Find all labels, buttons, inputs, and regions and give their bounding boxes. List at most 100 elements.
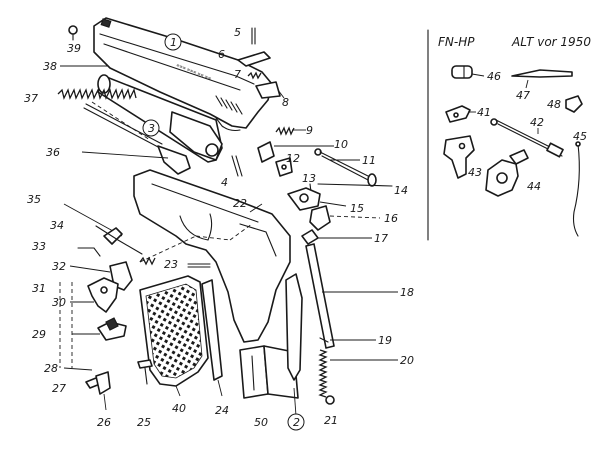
alignment-dashes — [59, 223, 253, 368]
part-46-old-safety-lever — [451, 65, 485, 79]
label-1: 1 — [170, 36, 177, 49]
label-2: 2 — [293, 416, 300, 429]
part-16-sear — [309, 205, 381, 231]
callout-circle-1 — [164, 33, 182, 51]
part-4-pin — [231, 155, 243, 177]
part-29-thumb-safety — [72, 317, 127, 341]
label-34: 34 — [50, 219, 64, 232]
label-23: 23 — [164, 258, 178, 271]
part-45-old-thin-spring — [572, 141, 581, 237]
part-18-mainspring-plate — [305, 243, 398, 349]
label-17: 17 — [374, 232, 388, 245]
label-13: 13 — [302, 172, 316, 185]
label-15: 15 — [350, 202, 364, 215]
label-31: 31 — [32, 282, 46, 295]
label-10: 10 — [334, 138, 348, 151]
part-1-slide: 1 — [93, 17, 273, 132]
main-callouts: 39 38 37 36 35 34 33 32 31 30 29 28 27 2… — [24, 26, 414, 429]
part-8-extractor — [255, 81, 285, 99]
label-26: 26 — [97, 416, 111, 429]
part-47-old-ejector — [511, 69, 573, 89]
panel-note-label: ALT vor 1950 — [511, 35, 591, 49]
label-48: 48 — [547, 98, 561, 111]
part-37-recoil-spring — [57, 88, 151, 141]
part-43-old-trigger — [443, 135, 475, 179]
part-31-trigger — [87, 277, 119, 313]
part-40-grip-panel — [139, 275, 209, 397]
part-33-clip — [77, 247, 101, 257]
part-12-lever — [275, 157, 293, 177]
label-3: 3 — [148, 122, 155, 135]
part-48-old-clip — [565, 95, 583, 113]
part-10-slide-stop — [257, 141, 334, 163]
label-4: 4 — [221, 176, 228, 189]
label-9: 9 — [306, 124, 313, 137]
part-14-rod — [317, 183, 393, 187]
panel-model-label: FN-HP — [438, 35, 475, 49]
label-33: 33 — [32, 240, 46, 253]
label-5: 5 — [234, 26, 241, 39]
label-14: 14 — [394, 184, 408, 197]
part-19-spring-guide — [319, 337, 376, 343]
old-variant-panel: FN-HP ALT vor 1950 — [427, 29, 591, 241]
label-24: 24 — [215, 404, 229, 417]
label-29: 29 — [32, 328, 46, 341]
part-20-mainspring — [318, 349, 398, 398]
label-20: 20 — [400, 354, 414, 367]
part-3-barrel: 3 — [97, 74, 223, 163]
label-40: 40 — [172, 402, 186, 415]
part-2-magazine-tube: 2 — [285, 273, 305, 431]
callout-circle-3 — [142, 119, 160, 137]
label-37: 37 — [24, 92, 38, 105]
part-24-ejector — [201, 279, 223, 397]
label-7: 7 — [234, 68, 241, 81]
part-25-grip-screw — [137, 359, 153, 385]
label-30: 30 — [52, 296, 66, 309]
callout-circle-2 — [287, 413, 305, 431]
label-28: 28 — [44, 362, 58, 375]
label-43: 43 — [468, 166, 482, 179]
label-36: 36 — [46, 146, 60, 159]
label-12: 12 — [286, 152, 300, 165]
label-42: 42 — [530, 116, 544, 129]
label-22: 22 — [233, 197, 247, 210]
label-50: 50 — [254, 416, 268, 429]
part-9-spring — [275, 126, 306, 136]
label-25: 25 — [137, 416, 151, 429]
label-6: 6 — [218, 48, 225, 61]
part-42-old-spring-rod — [490, 118, 564, 158]
label-39: 39 — [67, 42, 81, 55]
part-41-old-sear-lever — [445, 105, 476, 123]
label-41: 41 — [477, 106, 491, 119]
label-18: 18 — [400, 286, 414, 299]
part-21-plug — [325, 395, 335, 405]
part-5-firing-pin — [251, 27, 256, 45]
part-22-frame — [133, 169, 291, 343]
label-21: 21 — [324, 414, 338, 427]
part-28-plunger — [63, 367, 93, 371]
part-17-pin — [301, 229, 372, 245]
part-35-trigger-bar — [63, 203, 123, 245]
part-15-hammer — [287, 187, 347, 211]
label-19: 19 — [378, 334, 392, 347]
label-11: 11 — [362, 154, 376, 167]
part-36-recoil-spring-guide — [81, 103, 191, 175]
label-32: 32 — [52, 260, 66, 273]
label-27: 27 — [52, 382, 66, 395]
part-44-old-hammer — [485, 149, 529, 197]
label-38: 38 — [43, 60, 57, 73]
label-44: 44 — [527, 180, 541, 193]
part-6-firing-pin-retainer — [237, 51, 271, 67]
label-47: 47 — [516, 89, 530, 102]
label-16: 16 — [384, 212, 398, 225]
label-8: 8 — [282, 96, 289, 109]
part-23-pin — [187, 263, 211, 268]
part-39-screw — [68, 25, 78, 41]
part-7-spring — [247, 71, 262, 80]
part-34-spring — [95, 225, 197, 266]
label-45: 45 — [573, 130, 587, 143]
label-46: 46 — [487, 70, 501, 83]
label-35: 35 — [27, 193, 41, 206]
part-26-magazine-catch — [95, 371, 111, 411]
